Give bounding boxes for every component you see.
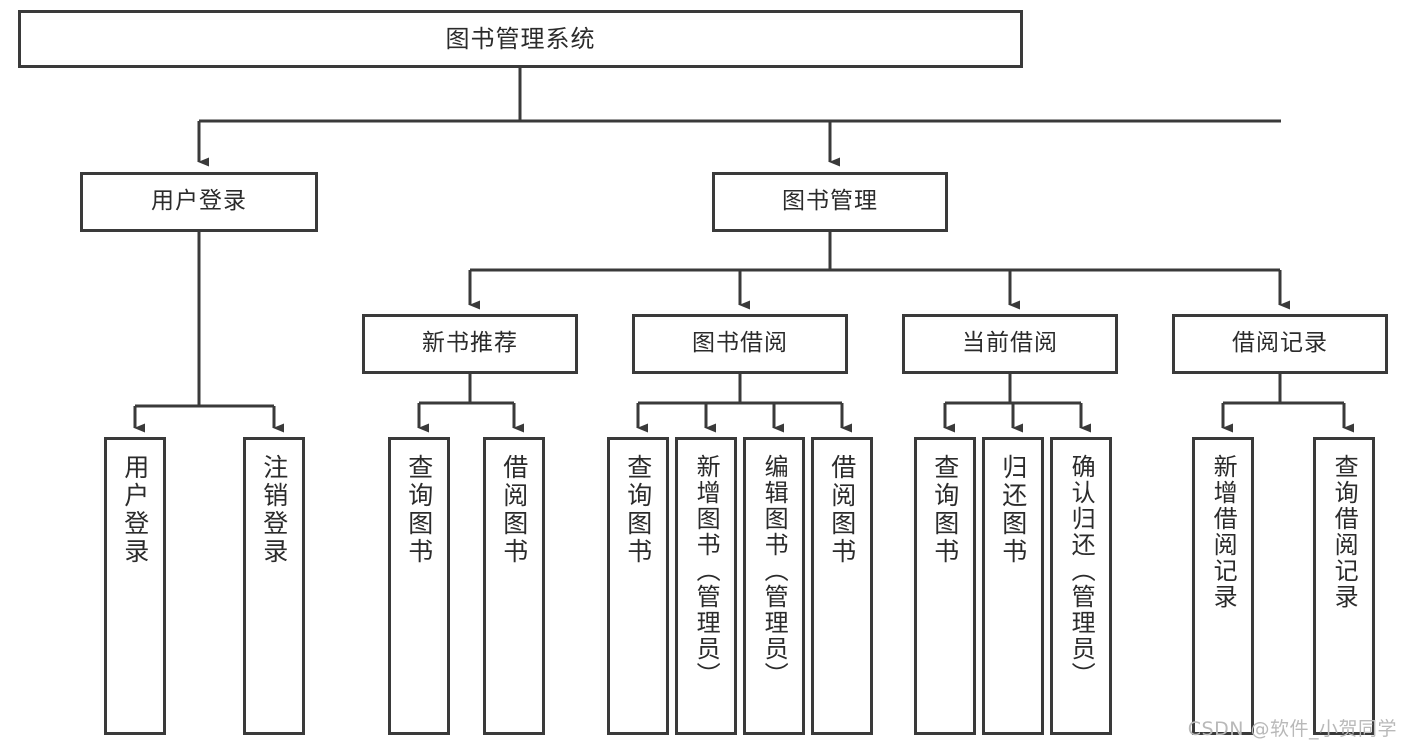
- node-label: 确认归还（管理员）: [1067, 454, 1096, 688]
- watermark: CSDN @软件_小贺同学: [1187, 718, 1397, 740]
- node-leaf-borrow-book[interactable]: 借阅图书: [811, 437, 873, 735]
- node-leaf-add-borrow-record[interactable]: 新增借阅记录: [1192, 437, 1254, 735]
- node-label: 借阅图书: [499, 454, 529, 566]
- node-label: 用户登录: [151, 188, 247, 215]
- node-label: 借阅记录: [1232, 330, 1328, 357]
- node-leaf-query-borrow-record[interactable]: 查询借阅记录: [1313, 437, 1375, 735]
- node-label: 查询图书: [930, 454, 960, 566]
- node-label: 图书管理: [782, 188, 878, 215]
- node-root[interactable]: 图书管理系统: [18, 10, 1023, 68]
- node-label: 借阅图书: [827, 454, 857, 566]
- node-label: 新增图书（管理员）: [692, 454, 721, 688]
- node-level3-book-borrow[interactable]: 图书借阅: [632, 314, 848, 374]
- node-leaf-user-login[interactable]: 用户登录: [104, 437, 166, 735]
- node-level3-new-book-recommend[interactable]: 新书推荐: [362, 314, 578, 374]
- node-label: 查询图书: [404, 454, 434, 566]
- node-leaf-borrow-book-recommend[interactable]: 借阅图书: [483, 437, 545, 735]
- node-label: 当前借阅: [962, 330, 1058, 357]
- node-leaf-edit-book-admin[interactable]: 编辑图书（管理员）: [743, 437, 805, 735]
- node-level2-book-management[interactable]: 图书管理: [712, 172, 948, 232]
- node-leaf-add-book-admin[interactable]: 新增图书（管理员）: [675, 437, 737, 735]
- node-leaf-query-book-current[interactable]: 查询图书: [914, 437, 976, 735]
- node-leaf-logout[interactable]: 注销登录: [243, 437, 305, 735]
- node-label: 查询借阅记录: [1330, 454, 1359, 610]
- node-leaf-confirm-return-admin[interactable]: 确认归还（管理员）: [1050, 437, 1112, 735]
- node-label: 编辑图书（管理员）: [760, 454, 789, 688]
- node-label: 新增借阅记录: [1209, 454, 1238, 610]
- node-label: 查询图书: [623, 454, 653, 566]
- node-leaf-query-book-borrow[interactable]: 查询图书: [607, 437, 669, 735]
- node-leaf-query-book-recommend[interactable]: 查询图书: [388, 437, 450, 735]
- node-label: 归还图书: [998, 454, 1028, 566]
- node-level3-current-borrow[interactable]: 当前借阅: [902, 314, 1118, 374]
- node-root-label: 图书管理系统: [445, 24, 596, 53]
- node-leaf-return-book[interactable]: 归还图书: [982, 437, 1044, 735]
- node-level3-borrow-records[interactable]: 借阅记录: [1172, 314, 1388, 374]
- node-label: 新书推荐: [422, 330, 518, 357]
- node-level2-user-login[interactable]: 用户登录: [80, 172, 318, 232]
- node-label: 图书借阅: [692, 330, 788, 357]
- node-label: 注销登录: [259, 454, 289, 566]
- node-label: 用户登录: [120, 454, 150, 566]
